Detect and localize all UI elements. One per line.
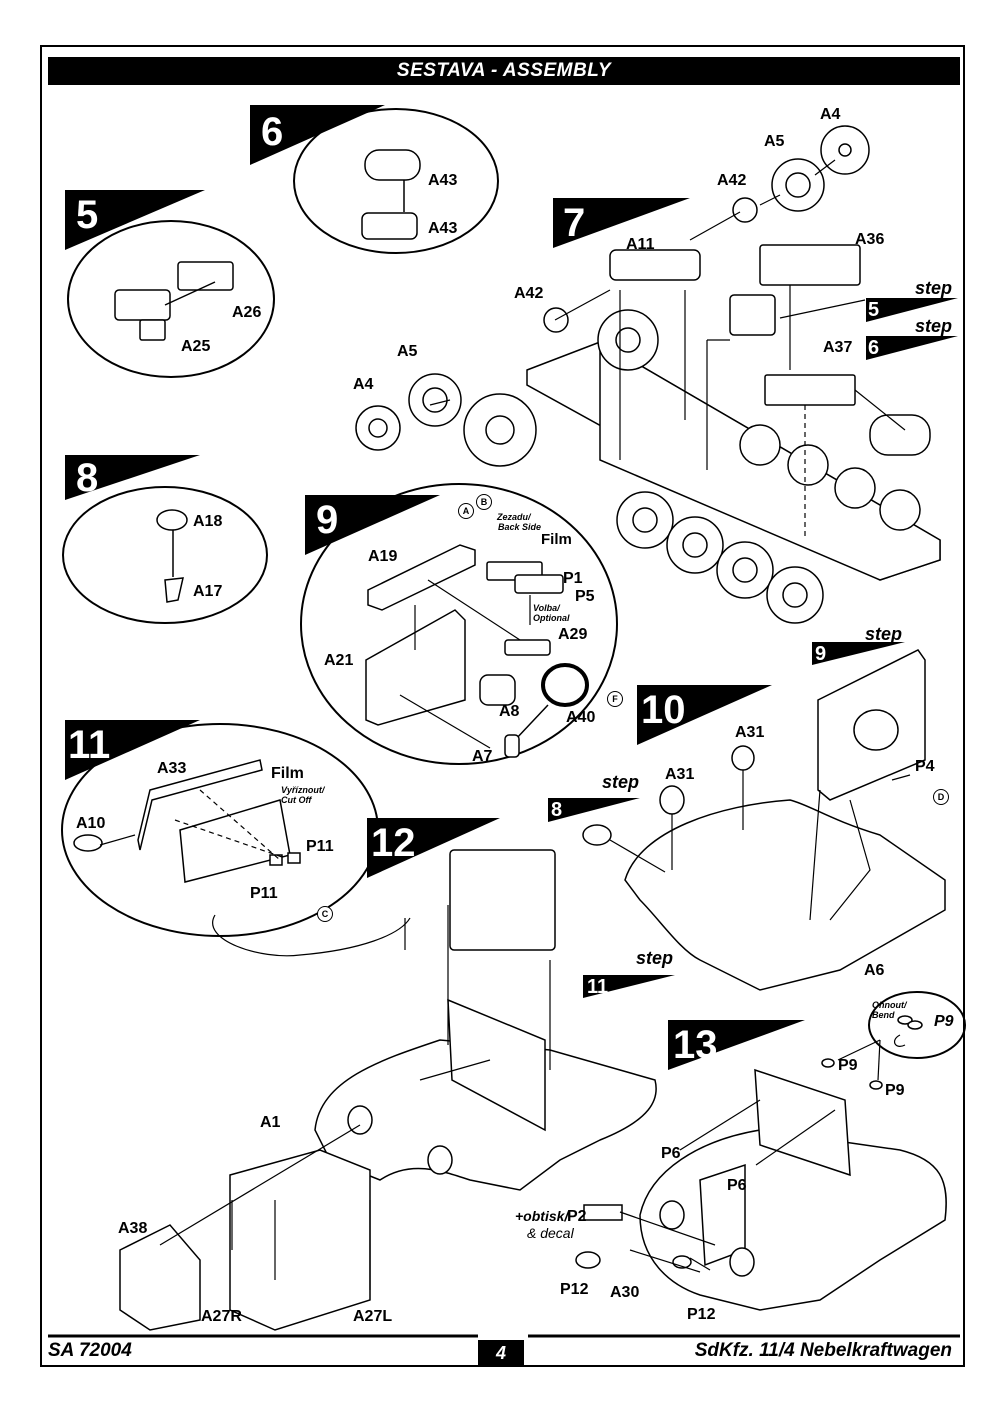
label-a43-bottom: A43 [428, 220, 458, 237]
note-decal: & decal [527, 1225, 574, 1241]
page-header: SESTAVA - ASSEMBLY [48, 57, 960, 85]
label-a5-top: A5 [764, 133, 785, 150]
note-optional: Optional [533, 613, 570, 623]
step6-circle [293, 108, 499, 254]
label-p6-right: P6 [727, 1177, 747, 1194]
step-ref-8: 8 [551, 799, 563, 821]
page-number: 4 [478, 1340, 524, 1366]
label-a40: A40 [566, 709, 596, 726]
badge-d: D [933, 789, 949, 805]
step-12-number: 12 [371, 821, 416, 865]
label-a6: A6 [864, 962, 885, 979]
label-a37: A37 [823, 339, 853, 356]
step-ref-5-word: step [915, 278, 953, 298]
step-ref-5: 5 [868, 299, 880, 321]
label-a31-left: A31 [665, 766, 695, 783]
label-p9-lower: P9 [885, 1082, 905, 1099]
label-a38: A38 [118, 1220, 148, 1237]
note-cut-off: Cut Off [281, 795, 312, 805]
step-5-number: 5 [76, 193, 99, 237]
step-ref-9: 9 [815, 643, 827, 665]
label-a4-left: A4 [353, 376, 374, 393]
label-a27r: A27R [201, 1308, 242, 1325]
label-a36: A36 [855, 231, 885, 248]
label-p9-detail: P9 [934, 1013, 954, 1030]
page-frame [40, 45, 965, 1367]
note-zezadu: Zezadu/ [497, 512, 531, 522]
label-a33: A33 [157, 760, 187, 777]
step-ref-6: 6 [868, 337, 880, 359]
p9-detail-circle [868, 991, 966, 1059]
label-a43-top: A43 [428, 172, 458, 189]
label-p1: P1 [563, 570, 583, 587]
label-film-9: Film [541, 531, 572, 548]
step-ref-11: 11 [587, 976, 609, 998]
label-a25: A25 [181, 338, 211, 355]
label-a42-top: A42 [717, 172, 747, 189]
label-a18: A18 [193, 513, 223, 530]
label-a4-top: A4 [820, 106, 841, 123]
label-a11: A11 [626, 236, 655, 253]
label-a26: A26 [232, 304, 262, 321]
label-a29: A29 [558, 626, 588, 643]
step-8-number: 8 [76, 456, 99, 500]
step-7-number: 7 [563, 201, 586, 245]
label-a21: A21 [324, 652, 354, 669]
label-p2: P2 [567, 1208, 587, 1225]
step9-circle [300, 483, 618, 765]
step-ref-11-word: step [636, 948, 674, 968]
badge-a: A [458, 503, 474, 519]
label-a8: A8 [499, 703, 520, 720]
label-a27l: A27L [353, 1308, 393, 1325]
label-p5: P5 [575, 588, 595, 605]
label-a7: A7 [472, 748, 493, 765]
step8-circle [62, 486, 268, 624]
label-film-11: Film [271, 765, 304, 782]
label-a5-left: A5 [397, 343, 418, 360]
label-p9-upper: P9 [838, 1057, 858, 1074]
step5-circle [67, 220, 275, 378]
step-13-number: 13 [673, 1023, 718, 1067]
note-obtisk: +obtisk/ [515, 1208, 569, 1224]
label-p4: P4 [915, 758, 935, 775]
note-bend: Bend [872, 1010, 895, 1020]
label-p12-left: P12 [560, 1281, 589, 1298]
step-10-number: 10 [641, 688, 686, 732]
step-11-number: 11 [68, 723, 111, 767]
step-9-number: 9 [316, 498, 339, 542]
label-a1: A1 [260, 1114, 281, 1131]
label-a42-left: A42 [514, 285, 544, 302]
footer-kit-code: SA 72004 [48, 1340, 132, 1361]
label-a19: A19 [368, 548, 398, 565]
note-ohnout: Ohnout/ [872, 1000, 907, 1010]
step-ref-6-word: step [915, 316, 953, 336]
label-p11-left: P11 [250, 885, 278, 902]
badge-f: F [607, 691, 623, 707]
step-6-number: 6 [261, 110, 284, 154]
badge-c: C [317, 906, 333, 922]
label-a17: A17 [193, 583, 223, 600]
step-ref-9-word: step [865, 624, 903, 644]
label-a31-right: A31 [735, 724, 765, 741]
note-vyriznout: Vyříznout/ [281, 785, 325, 795]
note-back-side: Back Side [498, 522, 542, 532]
label-a30: A30 [610, 1284, 640, 1301]
note-volba: Volba/ [533, 603, 560, 613]
label-a10: A10 [76, 815, 106, 832]
badge-b: B [476, 494, 492, 510]
label-p11-right: P11 [306, 838, 334, 855]
step-ref-8-word: step [602, 772, 640, 792]
footer-model-name: SdKfz. 11/4 Nebelkraftwagen [694, 1340, 952, 1361]
label-p12-right: P12 [687, 1306, 716, 1323]
label-p6-left: P6 [661, 1145, 681, 1162]
